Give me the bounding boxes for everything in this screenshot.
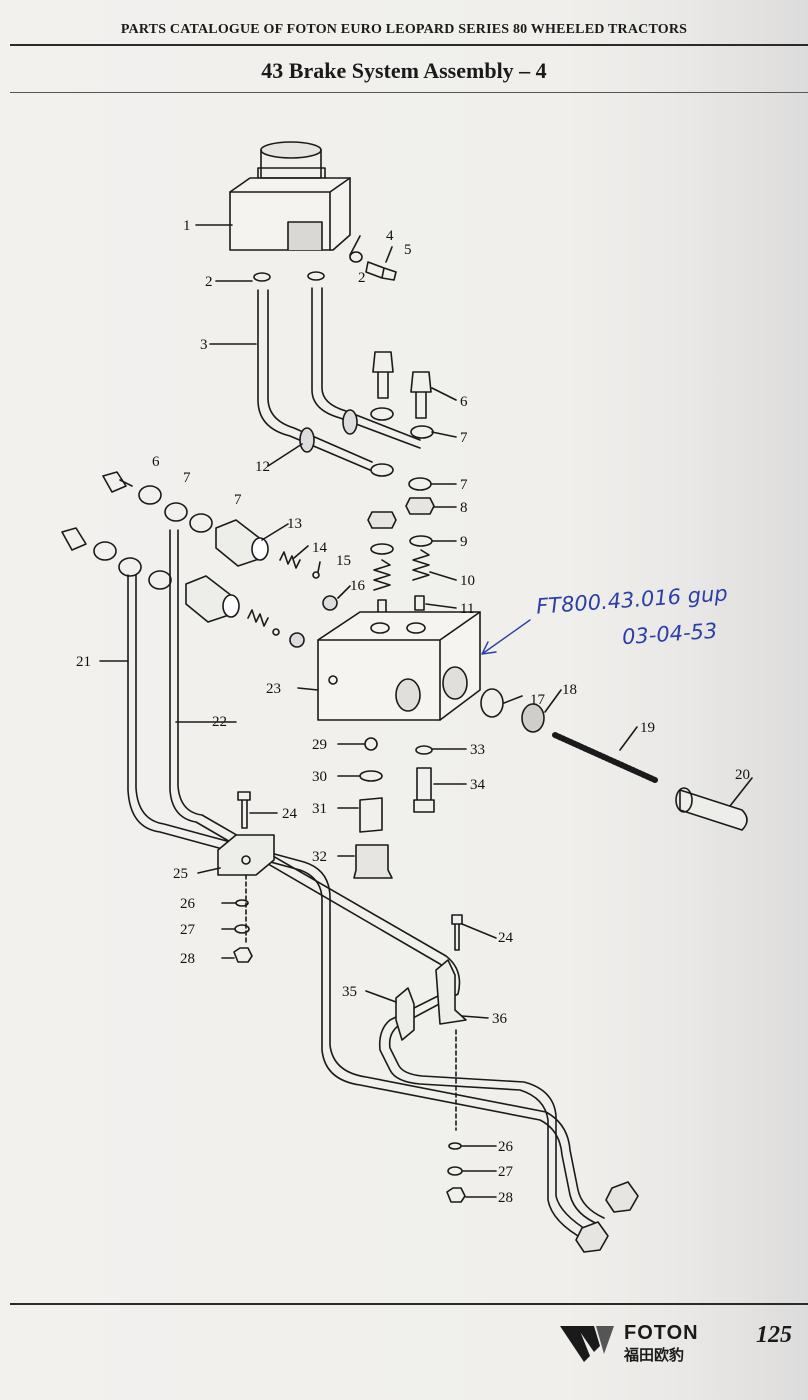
callout-14: 14 bbox=[312, 540, 328, 556]
callout-28: 28 bbox=[498, 1190, 513, 1206]
header-rule bbox=[10, 44, 808, 46]
callout-18: 18 bbox=[562, 682, 577, 698]
brand-name: FOTON bbox=[624, 1322, 699, 1344]
callout-30: 30 bbox=[312, 769, 327, 785]
foton-logo-icon bbox=[560, 1326, 614, 1362]
callout-3: 3 bbox=[200, 337, 208, 353]
callout-16: 16 bbox=[350, 578, 366, 594]
bolt-part bbox=[365, 261, 397, 281]
callout-36: 36 bbox=[492, 1011, 508, 1027]
callout-7: 7 bbox=[183, 470, 191, 486]
callout-26: 26 bbox=[180, 896, 196, 912]
callout-12: 12 bbox=[255, 459, 270, 475]
catalogue-title: PARTS CATALOGUE OF FOTON EURO LEOPARD SE… bbox=[120, 22, 688, 37]
o-ring-part bbox=[253, 272, 271, 282]
callout-23: 23 bbox=[266, 681, 281, 697]
pipe-part bbox=[257, 289, 371, 471]
callout-28: 28 bbox=[180, 951, 195, 967]
callout-29: 29 bbox=[312, 737, 327, 753]
washer-part bbox=[349, 251, 363, 263]
callout-7: 7 bbox=[460, 430, 468, 446]
callout-21: 21 bbox=[76, 654, 91, 670]
callout-8: 8 bbox=[460, 500, 468, 516]
valve-body-part bbox=[317, 611, 481, 721]
reservoir-part bbox=[229, 141, 351, 251]
callout-34: 34 bbox=[470, 777, 486, 793]
page-number: 125 bbox=[756, 1322, 792, 1348]
brand-name-chinese: 福田欧豹 bbox=[624, 1346, 685, 1364]
section-title: 43 Brake System Assembly – 4 bbox=[261, 58, 547, 83]
callout-15: 15 bbox=[336, 553, 351, 569]
callout-24: 24 bbox=[282, 806, 298, 822]
callout-1: 1 bbox=[183, 218, 191, 234]
callout-6: 6 bbox=[460, 394, 468, 410]
callout-25: 25 bbox=[173, 866, 188, 882]
callout-6: 6 bbox=[152, 454, 160, 470]
callout-24: 24 bbox=[498, 930, 514, 946]
callout-31: 31 bbox=[312, 801, 327, 817]
callout-17: 17 bbox=[530, 692, 546, 708]
callout-32: 32 bbox=[312, 849, 327, 865]
callout-9: 9 bbox=[460, 534, 468, 550]
bolt-part bbox=[372, 351, 394, 399]
callout-26: 26 bbox=[498, 1139, 514, 1155]
callout-2: 2 bbox=[205, 274, 213, 290]
o-ring-part bbox=[307, 271, 325, 281]
callout-27: 27 bbox=[180, 922, 196, 938]
callout-10: 10 bbox=[460, 573, 475, 589]
callout-20: 20 bbox=[735, 767, 750, 783]
callout-35: 35 bbox=[342, 984, 357, 1000]
callout-27: 27 bbox=[498, 1164, 514, 1180]
callout-11: 11 bbox=[460, 601, 474, 617]
callout-7: 7 bbox=[234, 492, 242, 508]
callout-33: 33 bbox=[470, 742, 485, 758]
pipe-part bbox=[127, 574, 601, 1226]
callout-22: 22 bbox=[212, 714, 227, 730]
callout-7: 7 bbox=[460, 477, 468, 493]
callout-2: 2 bbox=[358, 270, 366, 286]
callout-19: 19 bbox=[640, 720, 655, 736]
section-rule bbox=[10, 92, 808, 93]
callout-13: 13 bbox=[287, 516, 302, 532]
callout-5: 5 bbox=[404, 242, 412, 258]
footer-rule bbox=[10, 1303, 808, 1305]
callout-4: 4 bbox=[386, 228, 394, 244]
